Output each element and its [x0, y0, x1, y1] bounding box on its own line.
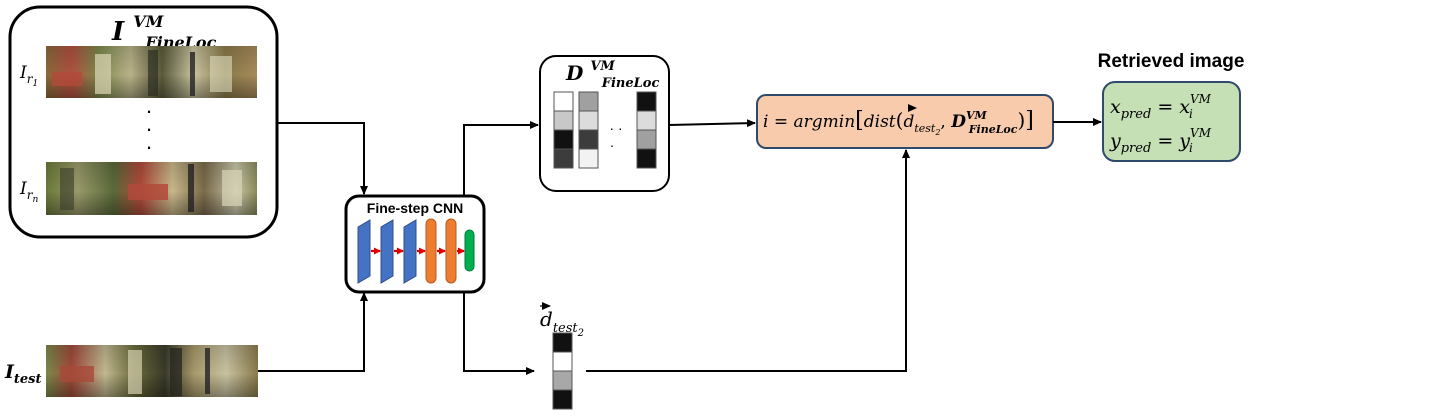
arrow-cnn-to-descriptors [463, 121, 539, 196]
descriptor-cell [553, 129, 574, 150]
arrow-test-to-cnn [258, 292, 368, 372]
arrow-database-to-cnn [277, 122, 368, 195]
cnn-layers [357, 218, 475, 284]
descriptor-cell [553, 148, 574, 169]
vertical-dots-1: · [145, 98, 152, 123]
descriptors-title: D VM FineLoc [565, 51, 659, 91]
test-image-label: Itest [4, 361, 42, 387]
arrow-test-descriptor-to-argmin [586, 149, 910, 372]
retrieved-image-label: Retrieved image [1098, 51, 1245, 72]
reference-label-n: Irn [19, 179, 38, 205]
conv-layer-2 [380, 219, 394, 284]
vertical-dots-2: · [145, 116, 152, 141]
test-descriptor-label: dtest2 [540, 307, 584, 339]
conv-layer-1 [357, 219, 371, 284]
descriptor-cell [553, 91, 574, 112]
output-layer [464, 229, 475, 272]
descriptors-dots-horizontal: · · [609, 120, 622, 136]
descriptor-cell [636, 129, 657, 150]
fc-layer-2 [445, 218, 457, 284]
test-descriptor-cell [552, 351, 573, 372]
descriptor-cell [636, 110, 657, 131]
test-panorama [46, 345, 258, 397]
descriptor-cell [578, 91, 599, 112]
arrow-descriptors-to-argmin [668, 119, 756, 128]
descriptor-cell [636, 148, 657, 169]
test-descriptor-vector [552, 332, 573, 410]
conv-layer-3 [403, 219, 417, 284]
descriptor-columns [553, 91, 657, 169]
cnn-title: Fine-step CNN [367, 200, 463, 216]
vertical-dots-3: · [145, 134, 152, 159]
test-descriptor-cell [552, 370, 573, 391]
reference-panorama-1 [46, 46, 257, 98]
descriptor-cell [578, 110, 599, 131]
test-descriptor-cell [552, 389, 573, 410]
descriptors-dots-vertical: · [610, 137, 615, 153]
reference-label-1: Ir1 [19, 63, 38, 89]
descriptor-cell [636, 91, 657, 112]
reference-panorama-n [46, 162, 257, 215]
test-descriptor-cell [552, 332, 573, 353]
descriptor-cell [578, 129, 599, 150]
fc-layer-1 [425, 218, 437, 284]
descriptor-cell [553, 110, 574, 131]
descriptor-cell [578, 148, 599, 169]
retrieved-pose-box [1102, 81, 1241, 162]
arrow-cnn-to-test-descriptor [463, 292, 535, 375]
